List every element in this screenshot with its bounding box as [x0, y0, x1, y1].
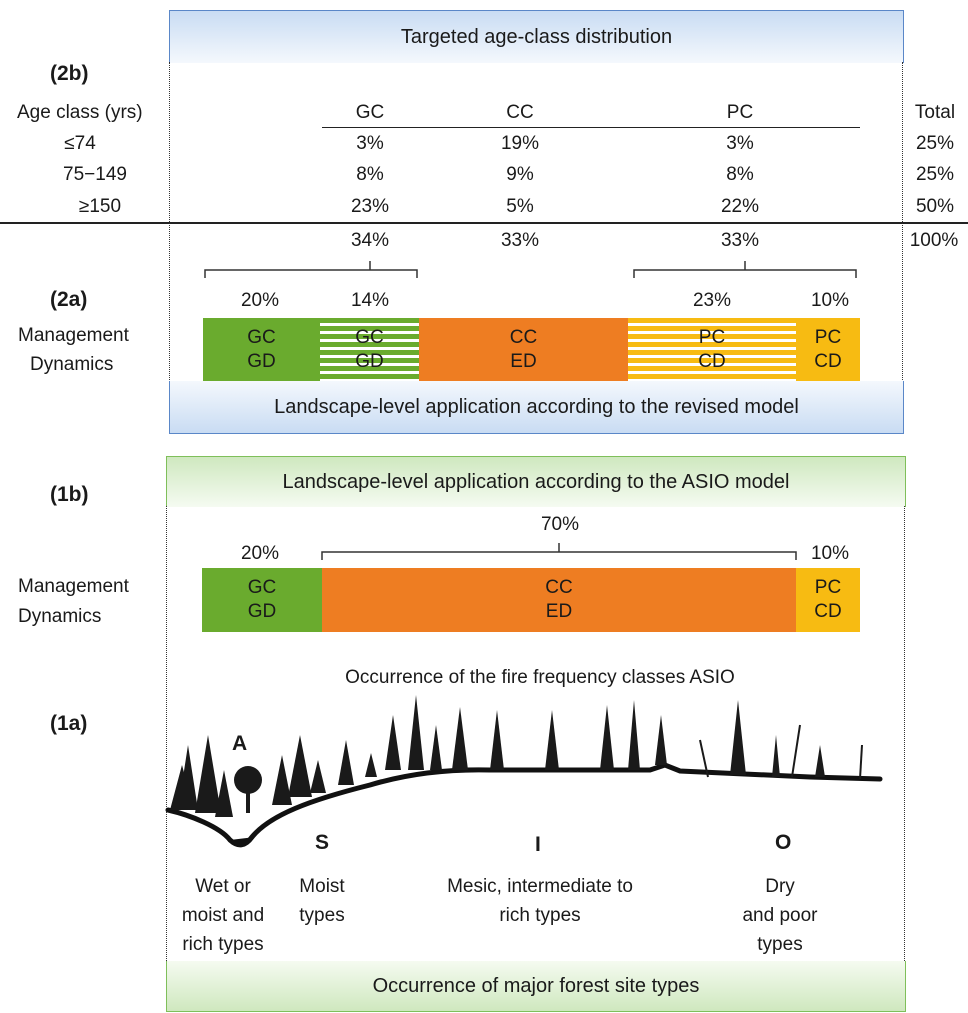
ed-span-bracket	[321, 543, 797, 560]
col-gc-header: GC	[355, 102, 385, 123]
seg-top: PC	[698, 326, 726, 348]
row-pc: 8%	[726, 164, 754, 185]
bar-2a-cd-striped: PC CD	[628, 318, 796, 381]
row-total: 25%	[915, 164, 955, 185]
total-gc: 34%	[350, 230, 390, 251]
site-type-o-line2: and poor	[742, 905, 818, 926]
bar-1b-cd: PC CD	[796, 568, 860, 632]
seg-bottom: GD	[247, 350, 276, 372]
grouping-brackets	[204, 261, 857, 278]
row-age: ≥150	[78, 196, 122, 217]
seg-top: GC	[355, 326, 384, 348]
revised-model-title: Landscape-level application according to…	[274, 395, 799, 418]
bar-1b-ed: CC ED	[322, 568, 796, 632]
site-type-a-line1: Wet or	[195, 876, 251, 897]
percent-gd: 20%	[240, 543, 280, 564]
targeted-distribution-banner: Targeted age-class distribution	[169, 10, 904, 63]
col-pc-header: PC	[726, 102, 754, 123]
forest-site-types-banner: Occurrence of major forest site types	[166, 961, 906, 1012]
seg-bottom: ED	[545, 601, 573, 622]
label-2b: (2b)	[50, 62, 89, 85]
bar-2a-ed: CC ED	[419, 318, 628, 381]
seg-top: GC	[247, 326, 276, 348]
row-cc: 19%	[500, 133, 540, 154]
bar-2a-gd-solid: GC GD	[203, 318, 320, 381]
row-cc: 5%	[506, 196, 534, 217]
class-o-label: O	[775, 831, 792, 854]
percent-cd-solid: 10%	[810, 290, 850, 311]
label-1a: (1a)	[50, 712, 88, 735]
row-total: 50%	[915, 196, 955, 217]
seg-bottom: CD	[698, 350, 726, 372]
row-gc: 3%	[356, 133, 384, 154]
seg-top: GC	[247, 577, 277, 598]
bar-2a-cd-solid: PC CD	[796, 318, 860, 381]
revised-model-banner: Landscape-level application according to…	[169, 381, 904, 434]
targeted-distribution-title: Targeted age-class distribution	[400, 25, 673, 48]
row-cc: 9%	[506, 164, 534, 185]
seg-bottom: GD	[355, 350, 384, 372]
panel-2-left-border	[169, 62, 170, 380]
seg-top: PC	[814, 326, 842, 348]
class-i-label: I	[535, 833, 541, 856]
totals-separator	[0, 222, 968, 224]
row-gc: 8%	[356, 164, 384, 185]
site-type-s-line1: Moist	[299, 876, 345, 897]
bar-2a-gd-striped: GC GD	[320, 318, 419, 381]
dynamics-label: Dynamics	[30, 354, 114, 375]
site-type-a-line2: moist and	[181, 905, 265, 926]
seg-top: CC	[509, 326, 538, 348]
seg-bottom: ED	[510, 350, 537, 372]
panel-1-left-border	[166, 506, 167, 961]
label-1b: (1b)	[50, 483, 89, 506]
seg-bottom: CD	[814, 601, 842, 622]
panel-2-right-border	[902, 62, 903, 380]
class-a-label: A	[232, 732, 248, 755]
site-type-a-line3: rich types	[182, 934, 264, 955]
fire-frequency-title: Occurrence of the fire frequency classes…	[345, 667, 735, 688]
class-s-label: S	[315, 831, 330, 854]
row-total: 25%	[915, 133, 955, 154]
bar-1b-gd: GC GD	[202, 568, 322, 632]
header-underline	[322, 127, 860, 128]
forest-site-types-title: Occurrence of major forest site types	[372, 974, 700, 997]
asio-model-banner: Landscape-level application according to…	[166, 456, 906, 507]
seg-bottom: CD	[814, 350, 842, 372]
total-all: 100%	[909, 230, 959, 251]
col-cc-header: CC	[506, 102, 534, 123]
site-type-i-line2: rich types	[499, 905, 581, 926]
site-type-o-line1: Dry	[765, 876, 795, 897]
asio-model-title: Landscape-level application according to…	[282, 470, 790, 493]
row-age: ≤74	[64, 133, 96, 154]
row-pc: 22%	[720, 196, 760, 217]
percent-gd-solid: 20%	[240, 290, 280, 311]
management-label: Management	[18, 325, 129, 346]
seg-top: PC	[814, 577, 842, 598]
panel-1-right-border	[904, 506, 905, 961]
row-gc: 23%	[350, 196, 390, 217]
site-type-o-line3: types	[757, 934, 803, 955]
total-pc: 33%	[720, 230, 760, 251]
percent-ed-span: 70%	[540, 514, 580, 535]
forest-landscape-illustration	[165, 695, 883, 848]
percent-gd-striped: 14%	[350, 290, 390, 311]
label-2a: (2a)	[50, 288, 88, 311]
site-type-s-line2: types	[299, 905, 345, 926]
col-total-header: Total	[914, 102, 956, 123]
site-type-i-line1: Mesic, intermediate to	[447, 876, 633, 897]
age-class-header: Age class (yrs)	[17, 102, 143, 123]
row-pc: 3%	[726, 133, 754, 154]
percent-cd: 10%	[810, 543, 850, 564]
dynamics-label: Dynamics	[18, 606, 102, 627]
total-cc: 33%	[500, 230, 540, 251]
percent-cd-striped: 23%	[692, 290, 732, 311]
seg-bottom: GD	[247, 601, 277, 622]
seg-top: CC	[545, 577, 573, 598]
row-age: 75−149	[63, 164, 127, 185]
management-label: Management	[18, 576, 129, 597]
